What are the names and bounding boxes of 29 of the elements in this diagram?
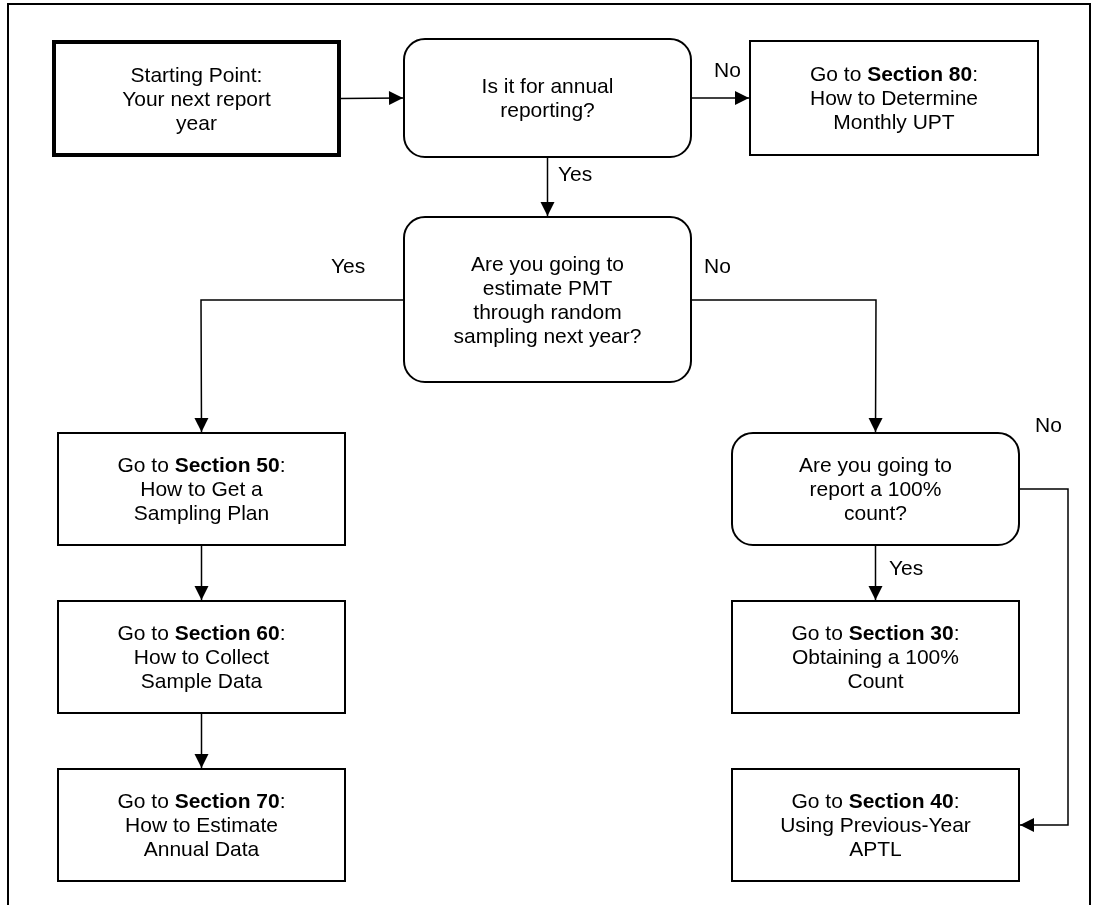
node-text: Go to Section 30: Obtaining a 100% Count <box>790 621 961 693</box>
arrow <box>194 713 209 769</box>
node-text: Go to Section 50: How to Get a Sampling Plan <box>116 453 287 525</box>
decision-box <box>403 38 692 158</box>
process-box <box>731 768 1020 882</box>
start-box <box>52 40 341 157</box>
arrow <box>540 157 555 217</box>
arrow <box>194 545 209 601</box>
node-text: Go to Section 60: How to Collect Sample Data <box>116 621 287 693</box>
node-text: Are you going to estimate PMT through random sampling next year? <box>452 251 643 348</box>
node-text: Is it for annual reporting? <box>480 74 615 122</box>
node-text: Starting Point: Your next report year <box>121 62 272 135</box>
node-text: Go to Section 40: Using Previous-Year APTL <box>779 789 972 861</box>
arrow <box>691 91 750 105</box>
arrow <box>691 299 883 433</box>
decision-box <box>731 432 1020 546</box>
process-box <box>57 432 346 546</box>
process-box <box>731 600 1020 714</box>
decision-box <box>403 216 692 383</box>
arrow <box>868 545 883 601</box>
process-box <box>57 600 346 714</box>
arrow <box>194 299 404 433</box>
process-box <box>57 768 346 882</box>
process-box <box>749 40 1039 156</box>
arrow <box>340 91 404 106</box>
arrow <box>1019 488 1069 832</box>
node-text: Go to Section 70: How to Estimate Annual Data <box>116 789 287 861</box>
node-text: Are you going to report a 100% count? <box>798 453 953 525</box>
node-text: Go to Section 80: How to Determine Monthly UPT <box>808 62 980 134</box>
